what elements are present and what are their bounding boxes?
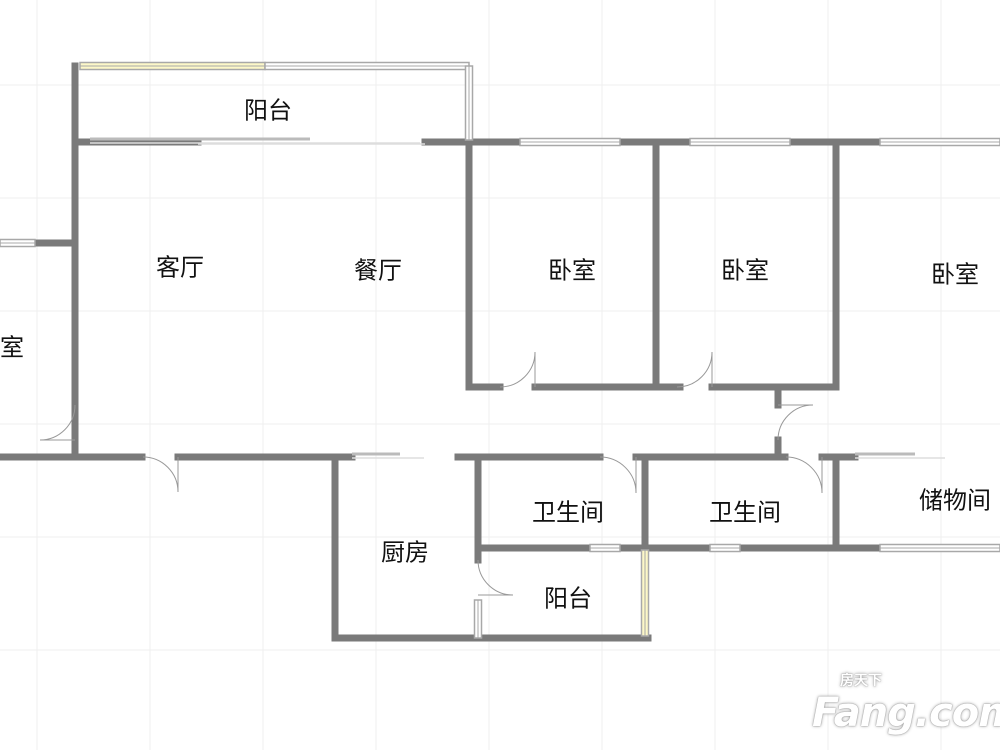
- door-swing-arc: [499, 351, 536, 388]
- watermark-chinese: 房天下: [840, 673, 882, 689]
- room-label-bedroom-1: 卧室: [548, 256, 596, 285]
- fang-logo-watermark: 房天下 Fang.com: [812, 672, 1000, 736]
- room-label-balcony-top: 阳台: [244, 96, 292, 125]
- door-swing-arc: [39, 404, 76, 441]
- room-label-left-partial: 室: [0, 333, 24, 362]
- room-label-bathroom-2: 卫生间: [709, 498, 781, 527]
- door-swing-arc: [676, 351, 713, 388]
- room-label-balcony-small: 阳台: [544, 584, 592, 613]
- room-label-storage: 储物间: [919, 486, 991, 515]
- windows: [0, 61, 1000, 639]
- door-swing-arc: [785, 456, 823, 494]
- room-label-bedroom-2: 卧室: [721, 256, 769, 285]
- room-label-living-room: 客厅: [156, 253, 204, 282]
- room-label-bathroom-1: 卫生间: [532, 498, 604, 527]
- watermark-brand: Fang.com: [812, 690, 1000, 736]
- door-swing-arc: [777, 404, 814, 441]
- door-swing-arc: [599, 456, 637, 494]
- room-label-kitchen: 厨房: [381, 538, 429, 567]
- room-label-dining-room: 餐厅: [354, 256, 402, 285]
- door-swing-arc: [477, 559, 514, 596]
- room-label-bedroom-3: 卧室: [931, 260, 979, 289]
- door-swing-arc: [142, 456, 179, 493]
- doors: [39, 351, 823, 596]
